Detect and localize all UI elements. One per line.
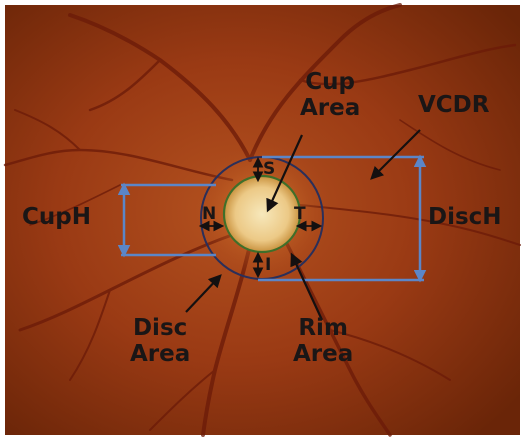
sector-label-superior: S (263, 160, 275, 179)
vcdr-label: VCDR (418, 93, 489, 119)
cup-height-label: CupH (22, 205, 91, 231)
sector-label-inferior: I (265, 256, 271, 275)
sector-label-temporal: T (294, 205, 306, 224)
disc-area-label: Disc Area (130, 316, 190, 368)
rim-area-label: Rim Area (293, 316, 353, 368)
cup-area-label: Cup Area (300, 70, 360, 122)
disc-height-label: DiscH (428, 205, 502, 231)
sector-label-nasal: N (202, 205, 216, 224)
